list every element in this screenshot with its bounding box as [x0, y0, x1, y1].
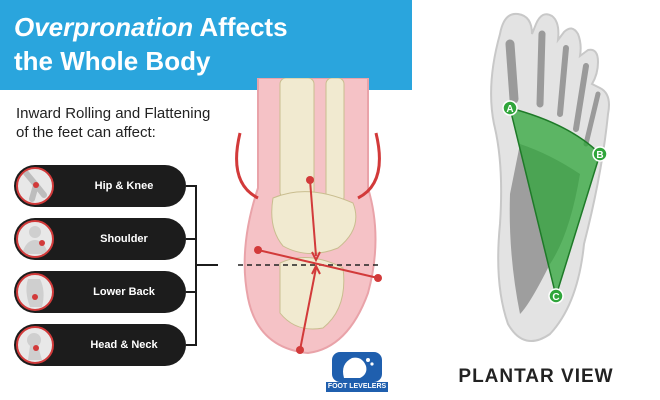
ankle-illustration — [235, 78, 382, 355]
foot-levelers-logo: FOOT LEVELERS — [326, 352, 388, 392]
plantar-foot-illustration: A B C — [490, 12, 610, 343]
bracket-tick — [186, 238, 196, 240]
title-rest: Affects — [193, 12, 288, 42]
item-label: Shoulder — [100, 233, 148, 245]
overpronation-panel: Overpronation Affects the Whole Body Inw… — [0, 0, 412, 392]
lower-back-icon — [16, 273, 54, 311]
item-label: Lower Back — [93, 286, 155, 298]
plantar-panel: A B C — [412, 0, 660, 400]
logo-text: FOOT LEVELERS — [326, 382, 388, 392]
bracket-connector — [196, 264, 218, 266]
marker-c-label: C — [552, 292, 559, 303]
intro-text: Inward Rolling and Flattening of the fee… — [16, 105, 211, 141]
plantar-caption: PLANTAR VIEW — [458, 366, 614, 387]
foot-logo-icon — [332, 352, 382, 382]
bracket-tick — [186, 185, 196, 187]
item-label: Hip & Knee — [94, 180, 154, 192]
head-neck-icon — [16, 326, 54, 364]
marker-a-label: A — [506, 104, 513, 115]
bracket-tick — [186, 344, 196, 346]
title-banner: Overpronation Affects the Whole Body — [0, 0, 412, 90]
item-label: Head & Neck — [90, 339, 158, 351]
page-title: Overpronation Affects the Whole Body — [14, 10, 288, 78]
marker-b: B — [592, 146, 608, 162]
item-lower-back: Lower Back — [14, 271, 186, 313]
shoulder-icon — [16, 220, 54, 258]
item-shoulder: Shoulder — [14, 218, 186, 260]
marker-b-label: B — [596, 150, 603, 161]
marker-a: A — [502, 100, 518, 116]
marker-c: C — [548, 288, 564, 304]
item-hip-knee: Hip & Knee — [14, 165, 186, 207]
knee-icon — [16, 167, 54, 205]
title-italic: Overpronation — [14, 12, 194, 42]
item-head-neck: Head & Neck — [14, 324, 186, 366]
bracket-tick — [186, 291, 196, 293]
title-line2: the Whole Body — [14, 46, 211, 76]
